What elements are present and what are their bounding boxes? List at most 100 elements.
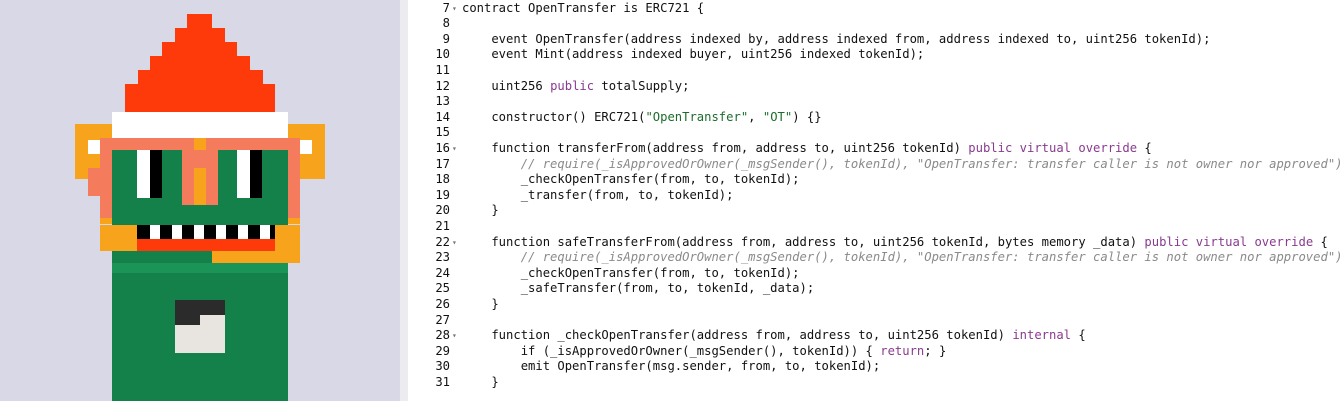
code-token: emit OpenTransfer(msg.sender, from, to, … [462,359,881,374]
code-line[interactable]: 13 [408,94,1340,110]
line-number: 13 [435,94,450,109]
code-line[interactable]: 22▾ function safeTransferFrom(address fr… [408,235,1340,251]
tooth [238,225,248,239]
line-number: 12 [435,78,450,93]
code-token: "OpenTransfer" [645,109,749,124]
hat-step [138,70,263,84]
code-text: } [462,296,499,313]
code-line[interactable]: 7▾ contract OpenTransfer is ERC721 { [408,1,1340,17]
fold-toggle-icon[interactable]: ▾ [452,237,457,247]
code-token: if (_isApprovedOrOwner(_msgSender(), tok… [462,343,881,358]
chest-patch-light [175,325,200,353]
code-text: contract OpenTransfer is ERC721 { [462,1,704,17]
code-line[interactable]: 9 event OpenTransfer(address indexed by,… [408,32,1340,48]
code-line[interactable]: 16▾ function transferFrom(address from, … [408,141,1340,157]
code-text: // require(_isApprovedOrOwner(_msgSender… [462,157,1340,173]
code-line[interactable]: 28▾ function _checkOpenTransfer(address … [408,328,1340,344]
code-text: _checkOpenTransfer(from, to, tokenId); [462,172,800,188]
code-text: } [462,203,498,219]
hat-step [125,98,275,112]
code-token: uint256 [462,78,551,93]
code-token: "OT" [762,109,793,124]
line-number: 7 [442,0,450,15]
code-text: uint256 public totalSupply; [462,79,689,95]
code-line[interactable]: 29 if (_isApprovedOrOwner(_msgSender(), … [408,344,1340,360]
code-line[interactable]: 27 [408,313,1340,329]
code-text: _checkOpenTransfer(from, to, tokenId); [462,266,800,282]
code-token: _checkOpenTransfer(from, to, tokenId); [462,172,800,187]
pixel-art-panel [0,0,400,401]
right-cheek [275,225,300,251]
line-number: 30 [435,359,450,374]
code-line[interactable]: 17 // require(_isApprovedOrOwner(_msgSen… [408,157,1340,173]
hat-step [125,84,275,98]
code-line[interactable]: 24 _checkOpenTransfer(from, to, tokenId)… [408,266,1340,282]
left-cheek [100,225,137,251]
code-token: return [880,343,925,358]
code-line[interactable]: 20 } [408,203,1340,219]
code-token: contract OpenTransfer is ERC721 { [462,0,705,15]
code-text: function safeTransferFrom(address from, … [462,235,1328,251]
tooth [216,225,226,239]
right-ear-highlight [300,140,312,154]
code-line[interactable]: 14 constructor() ERC721("OpenTransfer", … [408,110,1340,126]
code-line[interactable]: 8 [408,16,1340,32]
code-token: _transfer(from, to, tokenId); [462,187,734,202]
tooth [260,225,270,239]
fold-toggle-icon[interactable]: ▾ [452,143,457,153]
left-pupil [150,150,162,198]
code-token: internal [1012,328,1072,343]
hat-step [175,28,225,42]
code-line[interactable]: 25 _safeTransfer(from, to, tokenId, _dat… [408,281,1340,297]
code-line[interactable]: 23 // require(_isApprovedOrOwner(_msgSen… [408,250,1340,266]
line-number: 16 [435,140,450,155]
line-number: 11 [435,62,450,77]
code-line[interactable]: 19 _transfer(from, to, tokenId); [408,188,1340,204]
line-number: 25 [435,281,450,296]
code-line[interactable]: 11 [408,63,1340,79]
code-text: function transferFrom(address from, addr… [462,140,1152,157]
code-token: , [748,109,763,124]
code-token: { [1313,234,1328,249]
glasses-bridge [194,150,206,168]
tooth [194,225,204,239]
face-lower [112,205,288,225]
line-number: 14 [435,109,450,124]
fold-toggle-icon[interactable]: ▾ [452,331,457,341]
code-token: function safeTransferFrom(address from, … [462,234,1145,249]
code-text: function _checkOpenTransfer(address from… [462,328,1085,344]
code-token: function _checkOpenTransfer(address from… [462,328,1013,343]
code-line[interactable]: 30 emit OpenTransfer(msg.sender, from, t… [408,359,1340,375]
code-line[interactable]: 18 _checkOpenTransfer(from, to, tokenId)… [408,172,1340,188]
code-token: ) {} [792,109,822,124]
code-token: } [462,374,499,389]
code-token: public virtual override [1144,234,1314,249]
code-line[interactable]: 26 } [408,297,1340,313]
code-token: event Mint(address indexed buyer, uint25… [462,47,925,62]
line-number: 17 [435,156,450,171]
line-number: 19 [435,187,450,202]
code-line[interactable]: 12 uint256 public totalSupply; [408,79,1340,95]
line-number: 29 [435,343,450,358]
line-number: 24 [435,265,450,280]
code-token: { [1137,140,1152,155]
body-shadow [112,263,288,273]
tooth [150,225,160,239]
pixel-character-image [75,14,325,401]
code-line[interactable]: 10 event Mint(address indexed buyer, uin… [408,47,1340,63]
code-line[interactable]: 31 } [408,375,1340,391]
line-number: 31 [435,374,450,389]
code-line[interactable]: 15 [408,125,1340,141]
code-text: } [462,374,499,391]
line-number: 20 [435,203,450,218]
fold-toggle-icon[interactable]: ▾ [452,3,457,13]
code-text: constructor() ERC721("OpenTransfer", "OT… [462,109,822,126]
code-line[interactable]: 21 [408,219,1340,235]
tooth [172,225,182,239]
code-token: totalSupply; [594,78,690,93]
line-number: 10 [435,47,450,62]
code-token: // require(_isApprovedOrOwner(_msgSender… [462,250,1340,265]
hat-step [187,14,212,28]
code-token: } [462,296,499,311]
